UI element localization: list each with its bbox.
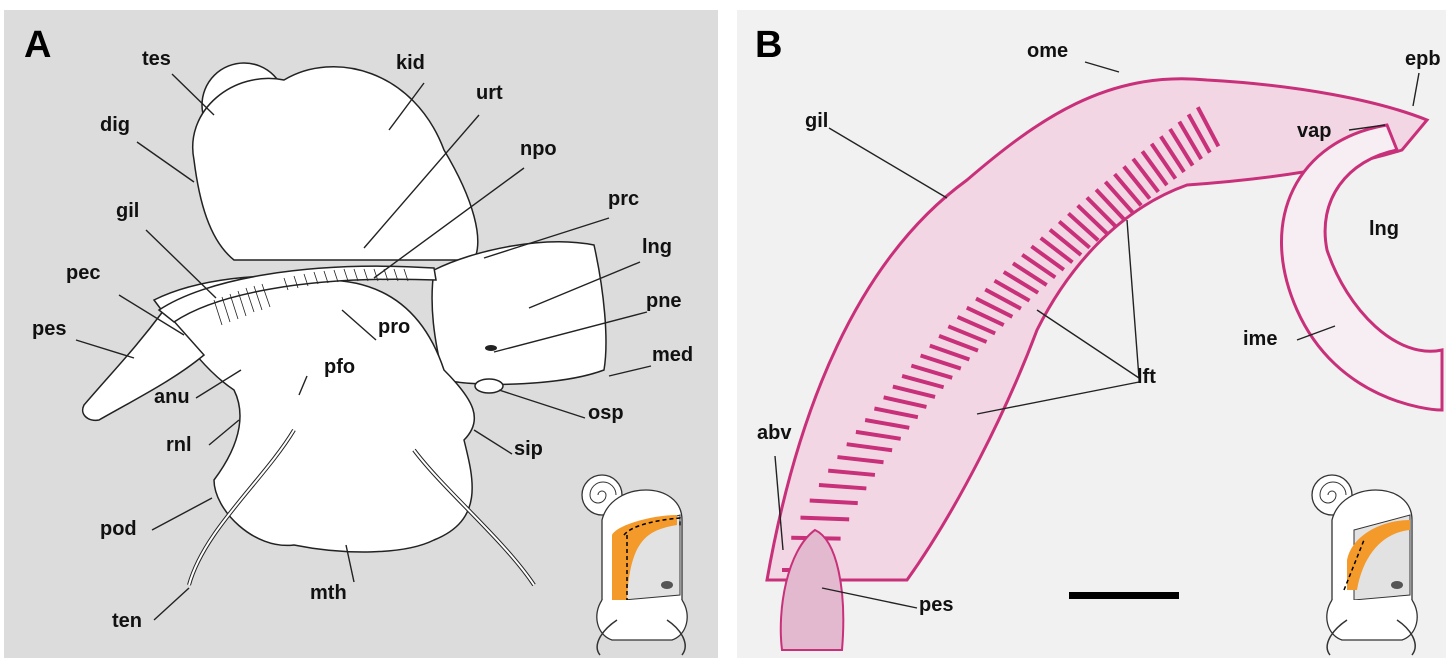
label-pod: pod	[100, 518, 137, 541]
label-anu: anu	[154, 386, 190, 409]
inset-snail-a	[582, 475, 687, 655]
label-mth: mth	[310, 582, 347, 605]
label-ten: ten	[112, 610, 142, 633]
label-lng-a: lng	[642, 236, 672, 259]
label-med: med	[652, 344, 693, 367]
label-kid: kid	[396, 52, 425, 75]
label-prc: prc	[608, 188, 639, 211]
lung-wall	[1281, 125, 1442, 410]
label-pfo: pfo	[324, 356, 355, 379]
snail-anatomy-drawing	[4, 10, 718, 658]
label-vap: vap	[1297, 120, 1331, 143]
label-gil-a: gil	[116, 200, 139, 223]
label-pes-b: pes	[919, 594, 953, 617]
label-rnl: rnl	[166, 434, 192, 457]
label-lng-b: lng	[1369, 218, 1399, 241]
panel-b-letter: B	[755, 24, 782, 67]
osphradium	[475, 379, 503, 393]
label-pec: pec	[66, 262, 100, 285]
label-pro: pro	[378, 316, 410, 339]
label-tes: tes	[142, 48, 171, 71]
label-epb: epb	[1405, 48, 1441, 71]
label-lft: lft	[1137, 366, 1156, 389]
inset-snail-b	[1312, 475, 1417, 655]
panel-b: B ome epb gil vap lng ime lft abv pes	[737, 10, 1446, 658]
lung-sac	[432, 242, 606, 384]
label-gil-b: gil	[805, 110, 828, 133]
label-pne: pne	[646, 290, 682, 313]
label-sip: sip	[514, 438, 543, 461]
lamella-stripe	[800, 518, 849, 520]
scale-bar	[1069, 592, 1179, 599]
head-foot	[154, 276, 474, 552]
panel-a-letter: A	[24, 24, 51, 67]
label-pes-a: pes	[32, 318, 66, 341]
panel-a: A tes kid urt dig npo prc gil lng pec pn…	[4, 10, 718, 658]
label-urt: urt	[476, 82, 503, 105]
lamella-stripe	[810, 500, 858, 503]
histology-section	[737, 10, 1446, 658]
label-ime: ime	[1243, 328, 1277, 351]
label-dig: dig	[100, 114, 130, 137]
label-osp: osp	[588, 402, 624, 425]
shell-body	[193, 67, 478, 260]
pneumostome	[485, 345, 497, 351]
label-npo: npo	[520, 138, 557, 161]
label-abv: abv	[757, 422, 791, 445]
label-ome: ome	[1027, 40, 1068, 63]
